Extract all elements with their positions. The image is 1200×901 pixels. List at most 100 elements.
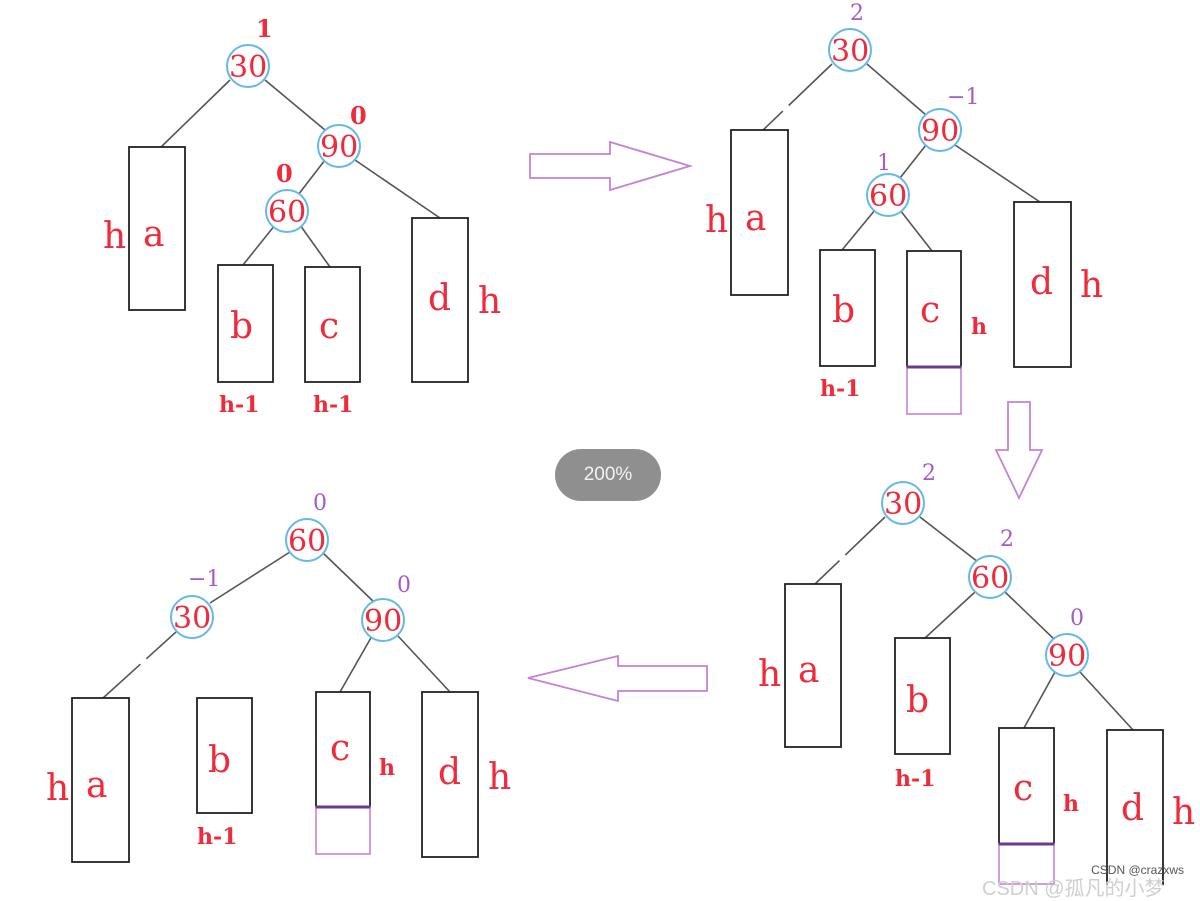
subtree-b [894,637,951,755]
node-60-bf: 0 [313,491,327,516]
height-d: h [1172,792,1195,833]
subtree-c-label: c [1013,768,1033,809]
subtree-a [128,146,186,311]
node-60 [285,518,329,562]
height-a: h [103,216,126,257]
node-90-bf: 0 [1070,606,1084,631]
node-30 [226,44,270,88]
subtree-b [196,697,253,814]
node-60 [265,189,309,233]
node-90-bf: 0 [350,101,367,130]
subtree-a-label: a [143,214,164,255]
height-b: h-1 [820,376,860,402]
node-90 [918,108,962,152]
subtree-d-label: d [428,278,451,319]
subtree-d-label: d [1030,262,1053,303]
subtree-b [217,264,274,383]
node-90-key: 90 [921,114,959,149]
subtree-d [411,217,469,383]
height-c: h [379,755,395,781]
height-c: h [1063,791,1079,817]
node-90 [317,124,361,168]
node-30-key: 30 [173,601,211,636]
edge-60-c [299,224,331,268]
subtree-b-label: b [832,290,855,331]
subtree-c [906,250,962,368]
edge-90-c [339,635,373,693]
subtree-b [819,249,876,367]
subtree-c-label: c [319,306,339,347]
edge-90-d [354,159,441,219]
node-60-key: 60 [268,195,306,230]
arrow-right [529,140,694,192]
node-90 [1045,633,1089,677]
subtree-a [71,697,130,863]
panel-bottom-right: a b c d h h-1 h h 30 2 60 2 90 0 [758,461,1195,885]
subtree-c-label: c [920,290,940,331]
height-d: h [1080,265,1103,306]
node-30-bf: −1 [188,567,220,592]
edge-60-b [924,591,976,639]
height-a: h [758,654,781,695]
height-b: h-1 [197,824,237,850]
height-c: h [971,314,987,340]
edge-60-b [242,224,276,266]
subtree-c-added-level [906,366,962,415]
subtree-b-label: b [230,306,253,347]
subtree-c-added-level [315,806,371,855]
node-30-key: 30 [229,50,267,85]
subtree-a-label: a [86,765,107,806]
edge-90-c [1023,671,1056,729]
edge-30-a [761,63,833,132]
height-b: h-1 [895,766,935,792]
node-60-bf: 2 [1000,527,1014,552]
subtree-b-label: b [208,740,231,781]
node-90-key: 90 [1048,639,1086,674]
zoom-indicator: 200% [555,449,661,501]
edge-30-a [159,79,231,149]
edge-60-30 [209,551,291,604]
subtree-c-label: c [330,728,350,769]
node-30-bf: 1 [256,14,273,43]
subtree-d-label: d [438,752,461,793]
height-b: h-1 [219,392,259,418]
node-30 [828,28,872,72]
arrow-left [527,654,708,703]
edge-90-d [1079,671,1134,731]
subtree-b-label: b [906,680,929,721]
node-90-bf: −1 [947,85,979,110]
node-60-bf: 1 [877,151,891,176]
node-30 [170,595,214,639]
node-90-key: 90 [320,130,358,165]
height-a: h [46,768,69,809]
subtree-a-label: a [745,198,766,239]
edge-60-c [899,209,933,252]
edge-60-90 [321,551,376,604]
subtree-d-label: d [1121,788,1144,829]
subtree-c [304,266,361,383]
panel-top-left: a b c d h h-1 h-1 h 30 1 90 0 60 0 [103,14,501,418]
node-60-bf: 0 [276,159,293,188]
height-d: h [488,757,511,798]
panel-bottom-left: a b c d h h-1 h h 60 0 30 −1 90 0 [46,491,511,863]
arrow-down [994,401,1044,501]
node-30-bf: 2 [850,1,864,26]
node-60-key: 60 [971,561,1009,596]
edge-30-90 [264,79,326,131]
node-90 [361,598,405,642]
node-60-key: 60 [288,524,326,559]
subtree-a [730,129,789,296]
height-c: h-1 [313,392,353,418]
subtree-a-label: a [798,650,819,691]
node-90-key: 90 [364,604,402,639]
node-30 [881,481,925,525]
subtree-d [1013,201,1072,368]
subtree-d [1106,729,1164,885]
edge-90-d [954,144,1041,203]
subtree-d [421,691,479,858]
node-60-key: 60 [869,179,907,214]
node-60 [968,555,1012,599]
node-60 [866,173,910,217]
node-30-key: 30 [831,34,869,69]
edge-30-90 [866,63,927,116]
